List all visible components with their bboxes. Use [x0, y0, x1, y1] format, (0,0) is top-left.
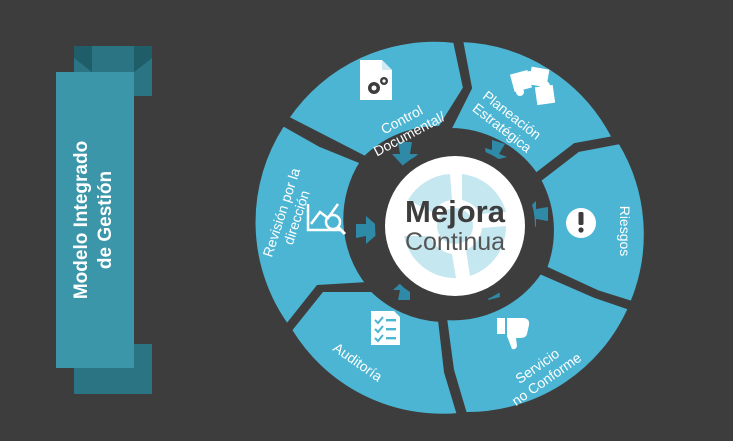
label-riesgos: Riesgos — [617, 206, 633, 257]
chart-magnifier-icon — [306, 203, 347, 236]
segment-auditoria — [287, 288, 462, 418]
banner-title-line2: de Gestión — [95, 171, 116, 269]
exclamation-icon — [566, 208, 596, 238]
gear-icon — [404, 174, 507, 279]
checklist-icon — [371, 311, 400, 345]
arrow-from-riesgos — [522, 201, 548, 227]
banner-top-fold-right — [134, 46, 152, 72]
center-hub: Mejora Continua — [375, 146, 535, 306]
gear-document-icon — [360, 60, 392, 100]
thumbs-down-icon — [497, 318, 530, 350]
segment-servicio-no-conforme — [442, 269, 633, 417]
banner-body — [56, 72, 134, 368]
arrow-from-revision — [356, 216, 382, 244]
arrow-from-control — [392, 142, 418, 168]
title-banner: Modelo Integrado de Gestión — [56, 46, 152, 394]
banner-title-line1: Modelo Integrado — [71, 141, 92, 299]
segment-revision-direccion — [251, 121, 372, 330]
puzzle-icon — [509, 66, 556, 106]
segment-planeacion-estrategica — [445, 37, 617, 178]
center-subtitle: Continua — [405, 228, 505, 256]
center-title: Mejora — [405, 194, 506, 229]
banner-top-fold — [74, 46, 92, 72]
arrow-from-auditoria — [393, 278, 418, 300]
